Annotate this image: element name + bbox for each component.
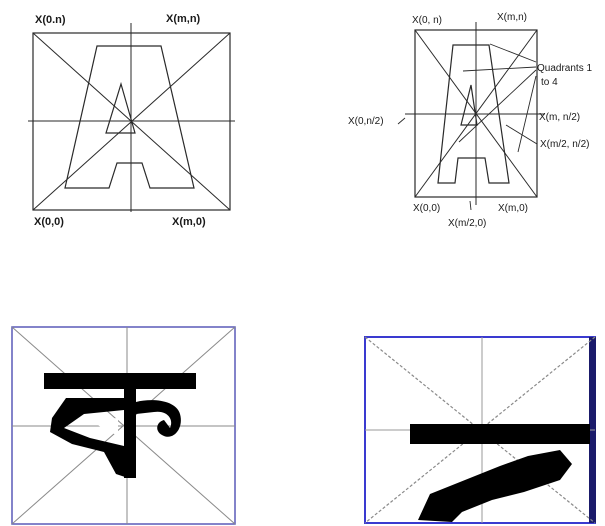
glyph2-diagonal-stroke: [418, 450, 572, 522]
rect-label-bottom-right: X(m,0): [498, 203, 528, 214]
quadrant-leader-2: [462, 66, 537, 72]
bitmap-character-1: [11, 326, 236, 525]
square-grid-diagram: X(0.n) X(m,n) X(0,0) X(m,0): [28, 13, 235, 228]
glyph1-curl: [136, 400, 181, 437]
rect-label-mid-left: X(0,n/2): [348, 116, 384, 127]
glyph1-top-bar: [44, 373, 196, 389]
square-label-top-right: X(m,n): [166, 13, 201, 25]
square-label-top-left: X(0.n): [35, 14, 66, 26]
square-label-bottom-right: X(m,0): [172, 216, 206, 228]
square-label-bottom-left: X(0,0): [34, 216, 64, 228]
quadrants-label-line2: to 4: [541, 77, 558, 88]
rect-grid-diagram: X(0, n) X(m,n) Quadrants 1 to 4 X(0,n/2)…: [348, 12, 592, 229]
rect-label-bottom-center: X(m/2,0): [448, 218, 486, 229]
quadrant-leader-3: [458, 69, 537, 143]
quadrant-leader-4: [517, 75, 537, 153]
glyph1-stem: [124, 386, 136, 478]
bottom-center-tick: [469, 200, 472, 211]
bitmap-character-2: [364, 336, 596, 524]
glyph1-inner-gap: [88, 418, 118, 436]
rect-label-mid-center: X(m/2, n/2): [540, 139, 589, 150]
rect-label-bottom-left: X(0,0): [413, 203, 440, 214]
mid-left-tick: [397, 117, 406, 125]
rect-label-mid-right: X(m, n/2): [539, 112, 580, 123]
rect-label-top-right: X(m,n): [497, 12, 527, 23]
rect-label-top-left: X(0, n): [412, 15, 442, 26]
letter-a-outline-narrow: [437, 44, 510, 184]
glyph2-horizontal-bar: [410, 424, 590, 444]
letter-a-outline: [64, 45, 195, 189]
glyph1-left-loop: [50, 398, 128, 478]
quadrant-leader-1: [489, 43, 537, 63]
quadrants-label-line1: Quadrants 1: [537, 63, 592, 74]
mid-center-leader: [505, 124, 538, 145]
